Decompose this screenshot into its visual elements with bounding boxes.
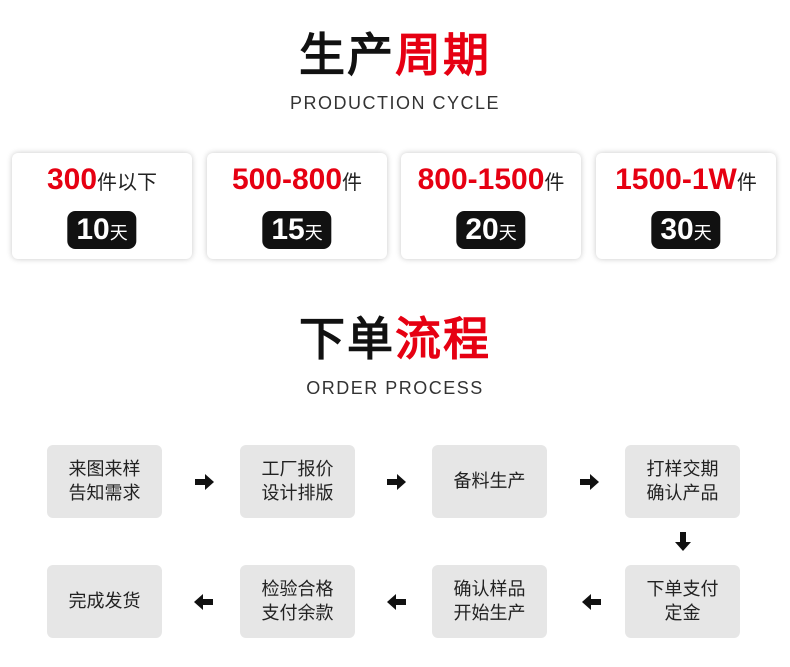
cycle-card: 500-800件 15天	[207, 153, 387, 259]
production-subtitle: PRODUCTION CYCLE	[289, 93, 501, 113]
production-title: 生产周期	[299, 28, 491, 82]
days-number: 10	[76, 213, 110, 246]
arrow-left-icon	[582, 594, 601, 610]
quantity-unit: 件以下	[97, 170, 158, 194]
quantity-number: 300	[46, 163, 98, 196]
quantity-unit: 件	[544, 170, 565, 194]
cycle-card: 1500-1W件 30天	[596, 153, 776, 259]
days-badge: 10天	[67, 211, 137, 249]
process-step: 检验合格支付余款	[240, 565, 355, 638]
step-label: 下单支付定金	[646, 578, 719, 624]
process-step: 来图来样告知需求	[47, 445, 162, 518]
step-label: 确认样品开始生产	[453, 578, 526, 624]
step-label: 工厂报价设计排版	[261, 458, 334, 504]
process-step: 下单支付定金	[625, 565, 740, 638]
arrow-down-icon	[675, 532, 691, 551]
days-number: 30	[660, 213, 694, 246]
step-label: 完成发货	[68, 590, 141, 612]
quantity-unit: 件	[736, 170, 757, 194]
arrow-right-icon	[195, 474, 214, 490]
step-label: 来图来样告知需求	[68, 458, 141, 504]
process-step: 打样交期确认产品	[625, 445, 740, 518]
process-step: 完成发货	[47, 565, 162, 638]
process-step: 工厂报价设计排版	[240, 445, 355, 518]
days-badge: 20天	[456, 211, 526, 249]
arrow-left-icon	[194, 594, 213, 610]
quantity-number: 800-1500	[417, 163, 545, 196]
arrow-left-icon	[387, 594, 406, 610]
days-unit: 天	[304, 223, 323, 244]
process-step: 备料生产	[432, 445, 547, 518]
days-unit: 天	[693, 223, 712, 244]
order-title: 下单流程	[299, 312, 491, 366]
days-number: 15	[271, 213, 305, 246]
order-subtitle: ORDER PROCESS	[306, 378, 484, 398]
arrow-right-icon	[387, 474, 406, 490]
cycle-quantity: 500-800件	[207, 163, 387, 197]
cycle-card: 800-1500件 20天	[401, 153, 581, 259]
cycle-quantity: 1500-1W件	[596, 163, 776, 197]
step-label: 检验合格支付余款	[261, 578, 334, 624]
days-badge: 30天	[651, 211, 721, 249]
quantity-number: 500-800	[231, 163, 343, 196]
days-unit: 天	[109, 223, 128, 244]
cycle-card: 300件以下 10天	[12, 153, 192, 259]
quantity-unit: 件	[342, 170, 363, 194]
arrow-right-icon	[580, 474, 599, 490]
cycle-quantity: 300件以下	[12, 163, 192, 197]
days-number: 20	[465, 213, 499, 246]
step-label: 打样交期确认产品	[646, 458, 719, 504]
step-label: 备料生产	[453, 470, 526, 492]
process-step: 确认样品开始生产	[432, 565, 547, 638]
cycle-quantity: 800-1500件	[401, 163, 581, 197]
days-badge: 15天	[262, 211, 332, 249]
days-unit: 天	[498, 223, 517, 244]
quantity-number: 1500-1W	[615, 163, 737, 196]
